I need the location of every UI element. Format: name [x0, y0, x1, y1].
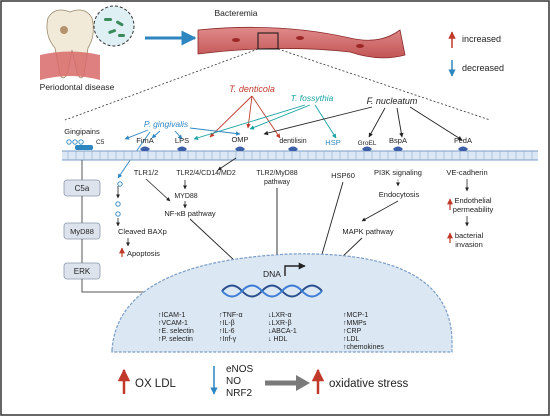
gene-col2-0: ↑TNF-α [219, 312, 243, 319]
legend-increased: increased [462, 34, 501, 44]
gene-col1-3: ↑P. selectin [158, 336, 193, 343]
gene-col4-4: ↑chemokines [343, 344, 384, 351]
membrane-receptors [75, 145, 468, 151]
t-forsythia-arrows [193, 104, 337, 140]
t-forsythia-label: T. fossythia [291, 93, 334, 103]
left-cascade [63, 160, 216, 295]
leads-to-arrowhead [296, 375, 310, 391]
gene-col3-2: ↓ABCA-1 [268, 328, 297, 335]
mapk-label: MAPK pathway [342, 227, 394, 236]
tlr2-myd88-label-2: pathway [264, 179, 291, 186]
nucleus [111, 253, 453, 353]
gene-col2-3: ↑Inf-γ [219, 336, 237, 343]
endocytosis-label: Endocytosis [379, 190, 420, 199]
tooth-illustration [40, 9, 100, 80]
invasion-label: invasion [455, 240, 483, 249]
no-label: NO [226, 376, 241, 387]
gene-col3-3: ↓ HDL [268, 336, 288, 343]
c5a-box: C5a [75, 184, 90, 193]
permeability-label: permeability [453, 205, 494, 214]
gingipains-label: Gingipains [64, 127, 100, 136]
myd88-label: MYD88 [174, 193, 197, 200]
erk-box: ERK [74, 267, 91, 276]
gene-col4-3: ↑LDL [343, 336, 359, 343]
dna-label: DNA [263, 269, 281, 279]
hsp-label: HSP [325, 138, 340, 147]
bacteremia-label: Bacteremia [215, 8, 258, 18]
feda-label: FedA [454, 136, 472, 145]
cell-membrane [62, 150, 538, 161]
pi3k-label: PI3K signaling [374, 168, 422, 177]
gene-col2-1: ↑IL-β [219, 320, 235, 327]
tlr2-myd88-label: TLR2/MyD88 [256, 170, 297, 177]
nrf2-label: NRF2 [226, 388, 253, 399]
gene-col3-1: ↓LXR-β [268, 320, 291, 327]
transcription-arrow-icon [284, 262, 306, 276]
dna-helix-icon [221, 284, 323, 298]
gene-col2-2: ↑IL-6 [219, 328, 235, 335]
gene-col3-0: ↓LXR-α [268, 312, 292, 319]
t-denticola-label: T. denticola [229, 84, 275, 94]
apoptosis-label: Apoptosis [127, 249, 160, 258]
endothelial-label: Endothelial [454, 196, 491, 205]
endocytosis-arrow [361, 200, 399, 222]
enos-label: eNOS [226, 364, 254, 375]
nfkb-label: NF-κB pathway [164, 209, 216, 218]
zoom-line-right [277, 48, 491, 121]
tlr24-label: TLR2/4/CD14/MD2 [176, 170, 236, 177]
bacterial-label: bacterial [455, 231, 484, 240]
gingipains-cluster-icon [66, 139, 84, 145]
ve-cadherin-label: VE-cadherin [446, 168, 487, 177]
vesicles [115, 181, 123, 217]
groel-label: GroEL [358, 140, 377, 147]
legend-decreased: decreased [462, 63, 504, 73]
gene-col4-2: ↑CRP [343, 328, 362, 335]
legend: increased decreased [448, 31, 504, 77]
c5-label: C5 [96, 139, 105, 146]
f-nucleatum-arrows [263, 106, 463, 141]
periodontal-disease-label: Periodontal disease [40, 82, 115, 92]
myd88-box: MyD88 [70, 227, 94, 236]
gene-col1-1: ↑VCAM-1 [158, 320, 188, 327]
blood-vessel [197, 26, 406, 59]
hsp60-label: HSP60 [331, 171, 355, 180]
fima-label: FimA [136, 136, 154, 145]
f-nucleatum-label: F. nucleatum [367, 96, 418, 106]
gene-col4-1: ↑MMPs [343, 320, 367, 327]
tlr12-label: TLR1/2 [134, 168, 159, 177]
lps-label: LPS [175, 136, 189, 145]
bspa-label: BspA [389, 136, 407, 145]
dentilisin-label: dentilisin [279, 138, 306, 145]
gene-col4-0: ↑MCP-1 [343, 312, 368, 319]
bacteria-magnifier [93, 5, 135, 47]
omp-to-tlr-arrow [217, 157, 237, 171]
oxidative-stress-label: oxidative stress [329, 378, 409, 390]
p-gingivalis-label: P. gingivalis [144, 119, 189, 129]
gene-col1-0: ↑ICAM-1 [158, 312, 185, 319]
cleaved-baxp-label: Cleaved BAXp [118, 227, 167, 236]
ox-ldl-label: OX LDL [135, 378, 177, 390]
omp-label: OMP [231, 135, 248, 144]
tlr12-arrow [145, 178, 171, 202]
gene-col1-2: ↑E. selectin [158, 328, 194, 335]
